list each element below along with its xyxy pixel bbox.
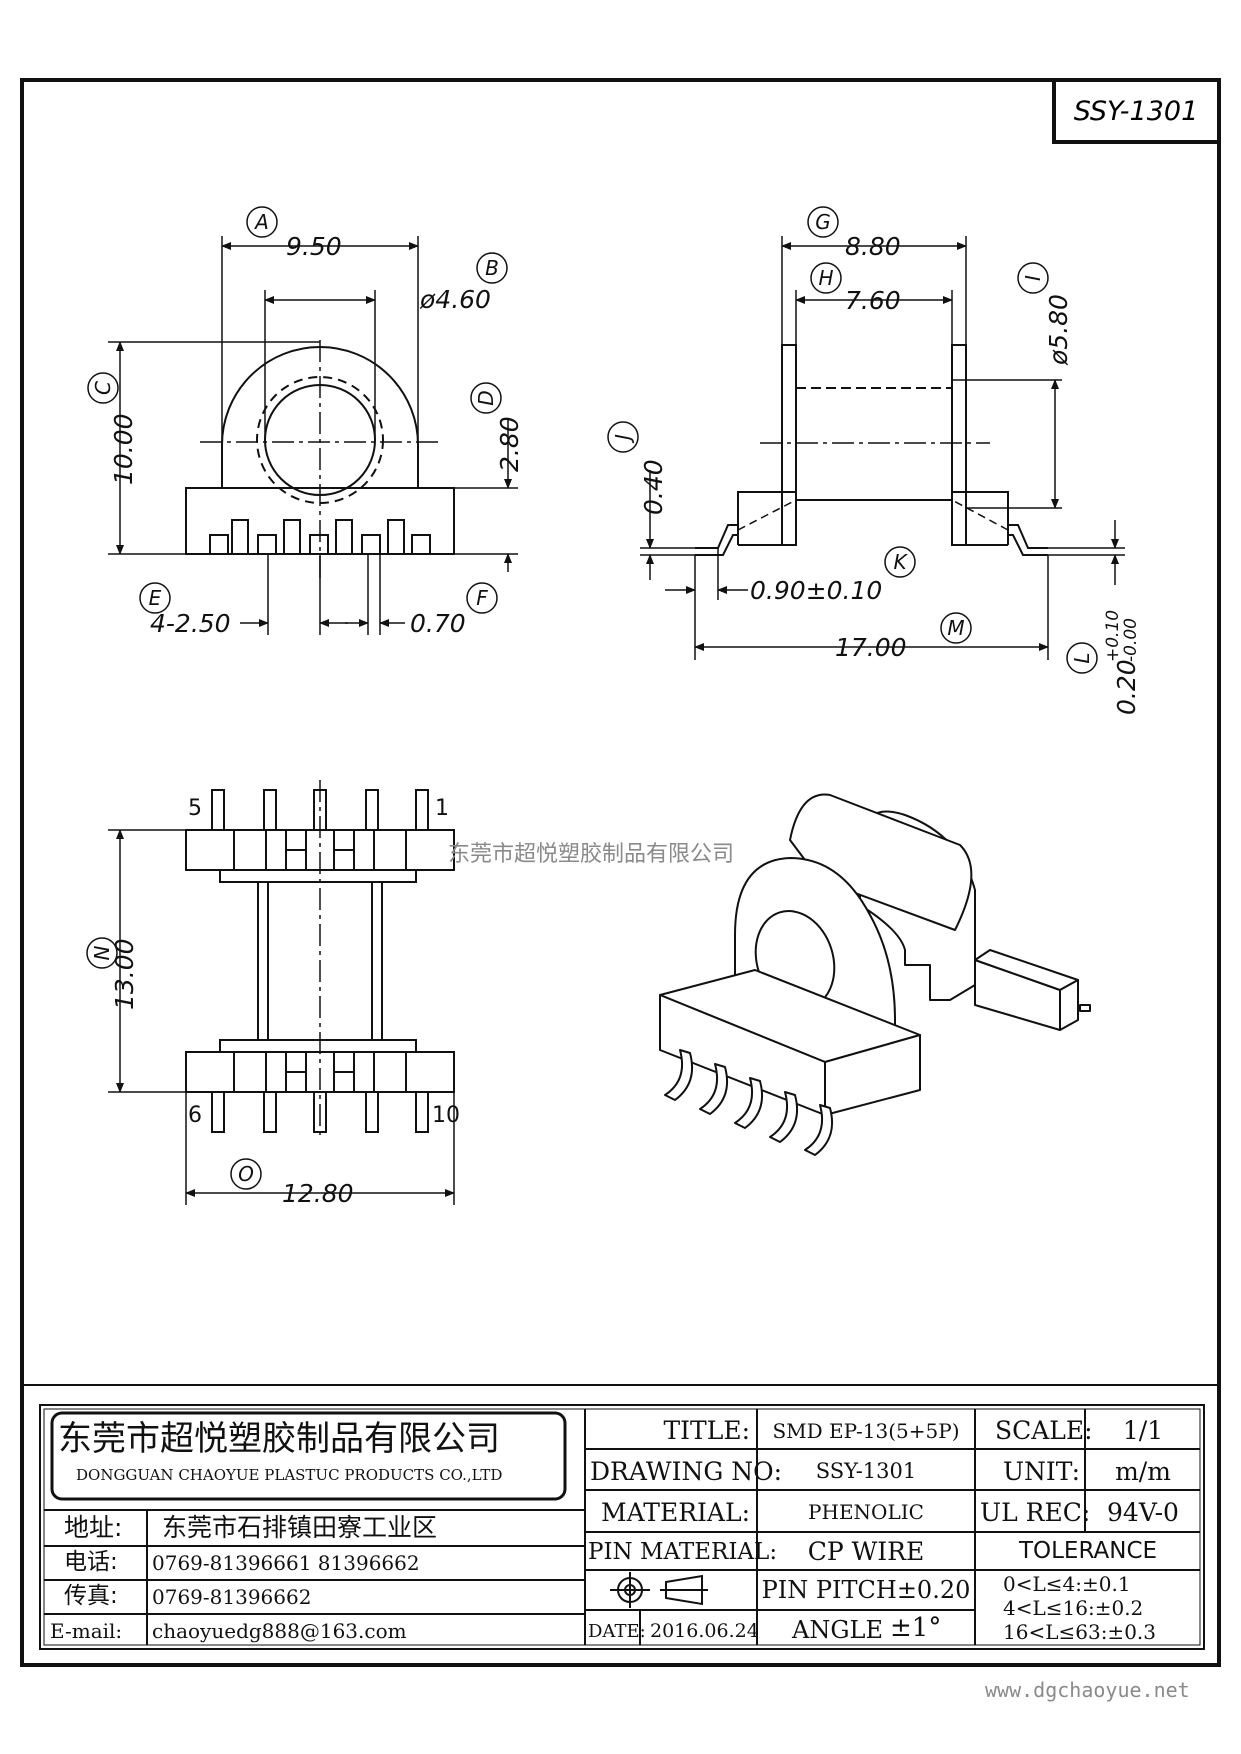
company-name-en: DONGGUAN CHAOYUE PLASTUC PRODUCTS CO.,LT… xyxy=(76,1466,503,1484)
scale-label: SCALE: xyxy=(995,1416,1093,1445)
tolerance-label: TOLERANCE xyxy=(1018,1538,1158,1564)
dim-m-value: 17.00 xyxy=(835,633,907,662)
ul-rec-value: 94V-0 xyxy=(1107,1498,1179,1527)
dim-letter-j: J xyxy=(611,434,635,444)
dim-j-value: 0.40 xyxy=(639,459,668,515)
dim-letter-b: B xyxy=(485,256,499,280)
dim-i-value: ø5.80 xyxy=(1044,294,1073,366)
dim-b-value: ø4.60 xyxy=(419,285,491,314)
tolerance-line-1: 0<L≤4:±0.1 xyxy=(1003,1572,1131,1596)
dim-k-value: 0.90±0.10 xyxy=(750,576,882,605)
address-value: 东莞市石排镇田寮工业区 xyxy=(162,1513,438,1542)
dim-letters: A B C D E F G H I J K M L N O xyxy=(90,210,1094,1186)
scale-value: 1/1 xyxy=(1122,1416,1164,1445)
pin-numbers: 5 1 6 10 xyxy=(188,796,460,1128)
dim-letter-c: C xyxy=(91,381,115,395)
pin-number-10: 10 xyxy=(432,1103,460,1128)
dim-l-tol-minus: -0.00 xyxy=(1121,618,1141,662)
dim-c-value: 10.00 xyxy=(109,413,138,485)
bottom-view-dimensions xyxy=(108,829,455,1205)
ul-rec-label: UL REC: xyxy=(980,1498,1091,1527)
pin-material-value: CP WIRE xyxy=(807,1537,925,1566)
fax-value: 0769-81396662 xyxy=(152,1585,312,1609)
watermark-url: www.dgchaoyue.net xyxy=(985,1678,1190,1702)
side-view-dimensions xyxy=(640,236,1125,660)
dim-letter-g: G xyxy=(815,210,831,234)
dim-l-tol-plus: +0.10 xyxy=(1103,610,1123,662)
material-label: MATERIAL: xyxy=(601,1498,750,1527)
date-label: DATE: xyxy=(588,1621,646,1642)
watermark-company: 东莞市超悦塑胶制品有限公司 xyxy=(448,842,735,867)
drawing-no-label: DRAWING NO: xyxy=(590,1457,783,1486)
title-block-frame xyxy=(22,1384,1219,1650)
dim-a-value: 9.50 xyxy=(286,232,342,261)
material-value: PHENOLIC xyxy=(808,1500,924,1524)
dim-h-value: 7.60 xyxy=(845,286,901,315)
dim-o-value: 12.80 xyxy=(282,1179,354,1208)
dim-letter-h: H xyxy=(818,266,833,290)
unit-label: UNIT: xyxy=(1002,1457,1080,1486)
front-view xyxy=(185,340,455,580)
tolerance-line-3: 16<L≤63:±0.3 xyxy=(1003,1620,1156,1644)
dim-values: 9.50 ø4.60 10.00 2.80 4-2.50 0.70 8.80 7… xyxy=(109,232,1141,1208)
drawing-code-box xyxy=(1052,78,1221,144)
dim-n-value: 13.00 xyxy=(110,938,139,1010)
company-name-cn: 东莞市超悦塑胶制品有限公司 xyxy=(58,1419,500,1459)
angle-label: ANGLE xyxy=(792,1616,883,1644)
drawing-no-value: SSY-1301 xyxy=(815,1459,917,1483)
tolerance-line-2: 4<L≤16:±0.2 xyxy=(1003,1596,1144,1620)
address-label: 地址: xyxy=(64,1513,123,1542)
dim-letter-m: M xyxy=(947,616,964,640)
pin-number-6: 6 xyxy=(188,1103,202,1128)
dim-letter-o: O xyxy=(238,1162,254,1186)
dim-balloons xyxy=(86,206,1098,1190)
dim-letter-d: D xyxy=(474,390,498,405)
email-value: chaoyuedg888@163.com xyxy=(152,1619,407,1643)
title-value: SMD EP-13(5+5P) xyxy=(772,1419,960,1443)
drawing-border xyxy=(20,78,1221,1667)
front-view-dimensions xyxy=(108,236,518,635)
dim-letter-k: K xyxy=(893,550,908,574)
dim-e-value: 4-2.50 xyxy=(150,609,231,638)
isometric-pins xyxy=(664,1049,834,1156)
bottom-view xyxy=(185,780,455,1140)
dim-letter-l: L xyxy=(1070,652,1094,663)
dim-g-value: 8.80 xyxy=(845,232,901,261)
dim-letter-a: A xyxy=(253,210,269,234)
title-label: TITLE: xyxy=(663,1416,751,1445)
dim-d-value: 2.80 xyxy=(495,416,524,472)
dim-letter-e: E xyxy=(149,586,162,610)
side-view xyxy=(695,344,1048,556)
dim-f-value: 0.70 xyxy=(410,609,466,638)
isometric-view xyxy=(659,793,1091,1156)
unit-value: m/m xyxy=(1115,1457,1171,1486)
dim-l-value: 0.20 xyxy=(1112,659,1141,715)
fax-label: 传真: xyxy=(64,1583,118,1609)
pin-material-label: PIN MATERIAL: xyxy=(588,1539,778,1565)
pin-pitch: PIN PITCH±0.20 xyxy=(761,1576,971,1604)
phone-label: 电话: xyxy=(64,1549,118,1575)
dim-letter-n: N xyxy=(90,945,114,960)
pin-number-1: 1 xyxy=(435,796,449,821)
email-label: E-mail: xyxy=(50,1619,123,1643)
angle-value: ±1° xyxy=(890,1613,942,1643)
drawing-code: SSY-1301 xyxy=(1074,96,1199,127)
projection-symbol-icon xyxy=(610,1572,708,1608)
pin-number-5: 5 xyxy=(188,796,202,821)
phone-value: 0769-81396661 81396662 xyxy=(152,1551,420,1575)
dim-letter-f: F xyxy=(476,586,488,610)
date-value: 2016.06.24 xyxy=(650,1620,759,1642)
dim-letter-i: I xyxy=(1021,275,1045,281)
